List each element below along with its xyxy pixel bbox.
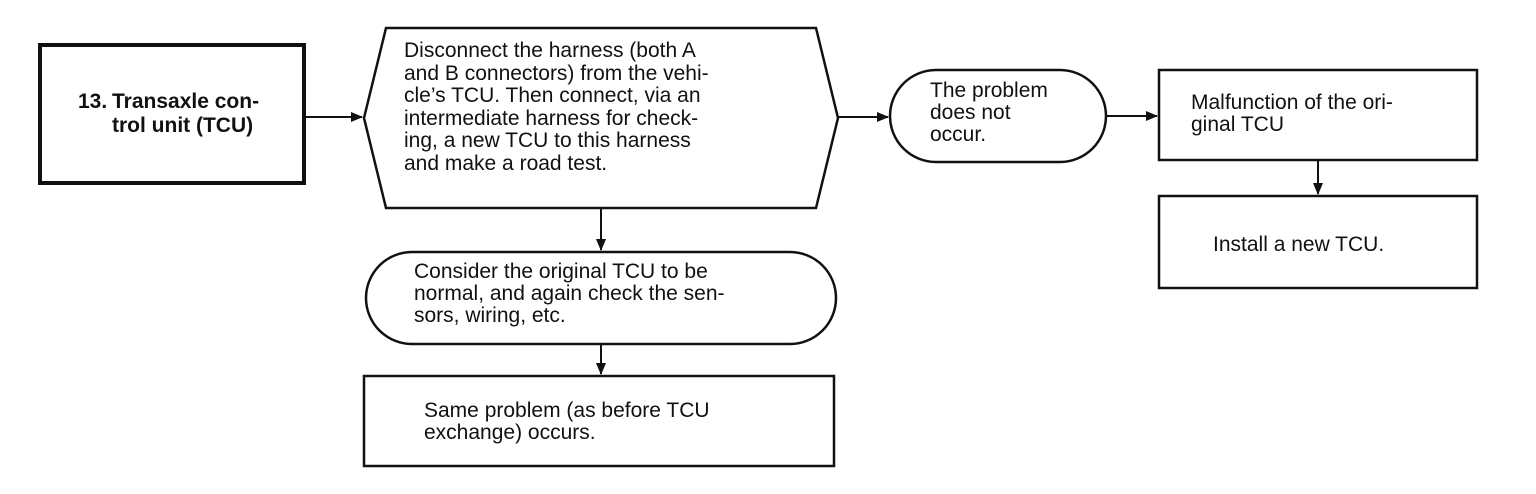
disconnect-step-text: Disconnect the harness (both A and B con… (404, 39, 709, 175)
install-new-text: Install a new TCU. (1213, 233, 1385, 256)
disconnect-step-hexagon (362, 26, 840, 210)
tcu-heading-number: 13. (78, 90, 108, 113)
malfunction-original-box (1157, 68, 1479, 162)
consider-normal-text: Consider the original TCU to be normal, … (414, 260, 725, 327)
problem-not-occur-text: The problem does not occur. (930, 79, 1048, 146)
same-problem-box (362, 374, 836, 468)
install-new-box (1157, 194, 1479, 290)
malfunction-original-text: Malfunction of the ori- ginal TCU (1191, 91, 1393, 136)
tcu-heading-box (38, 43, 306, 185)
same-problem-text: Same problem (as before TCU exchange) oc… (424, 399, 710, 444)
tcu-heading-text: Transaxle con- trol unit (TCU) (112, 90, 260, 137)
